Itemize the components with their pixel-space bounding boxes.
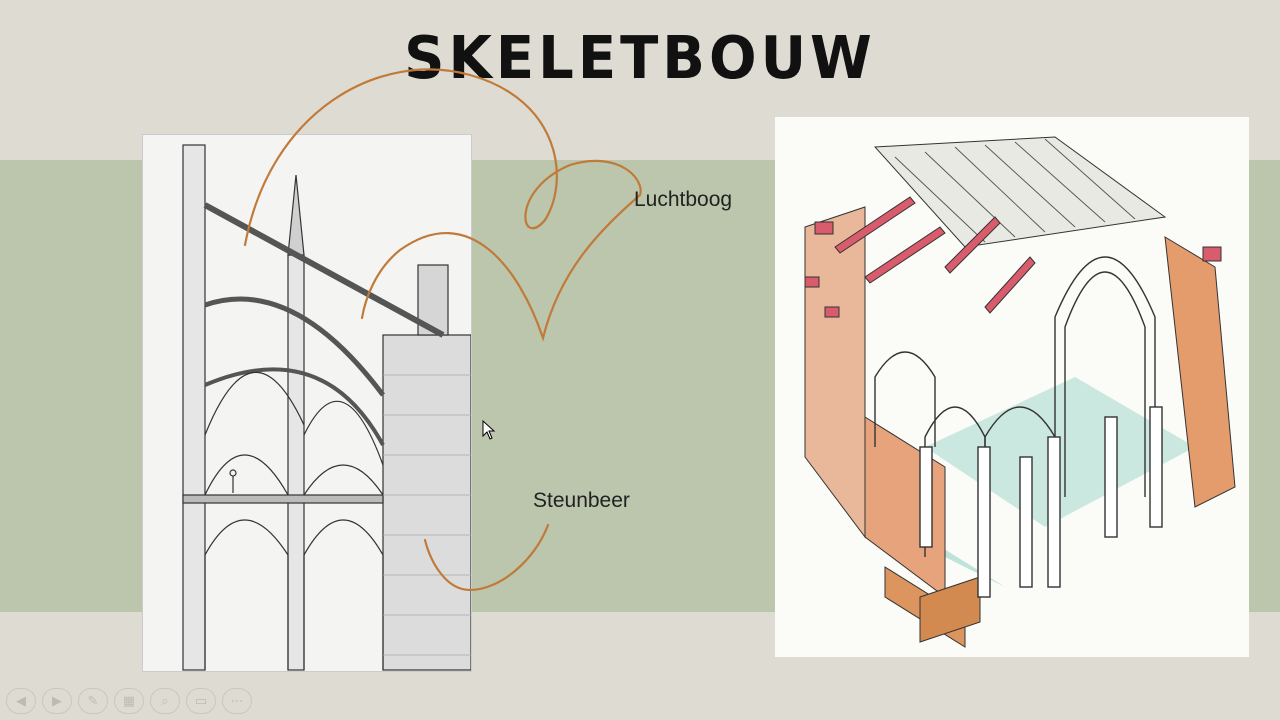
zoom-icon[interactable]: ⌕ — [150, 688, 180, 714]
steunbeer-label: Steunbeer — [533, 489, 630, 512]
cross-section-drawing — [182, 144, 471, 671]
slide-title: SKELETBOUW — [404, 24, 876, 93]
arrow-right-icon[interactable]: ▶ — [42, 688, 72, 714]
luchtboog-label: Luchtboog — [634, 188, 733, 211]
arrow-left-icon[interactable]: ◀ — [6, 688, 36, 714]
mouse-pointer-icon — [482, 420, 496, 440]
pen-icon[interactable]: ✎ — [78, 688, 108, 714]
presenter-toolbar: ◀ ▶ ✎ ▦ ⌕ ▭ ⋯ — [6, 688, 252, 714]
cathedral-cross-section-image — [142, 134, 472, 672]
more-icon[interactable]: ⋯ — [222, 688, 252, 714]
cathedral-cutaway-image — [775, 117, 1249, 657]
cutaway-drawing — [804, 136, 1236, 648]
slides-icon[interactable]: ▦ — [114, 688, 144, 714]
subtitles-icon[interactable]: ▭ — [186, 688, 216, 714]
